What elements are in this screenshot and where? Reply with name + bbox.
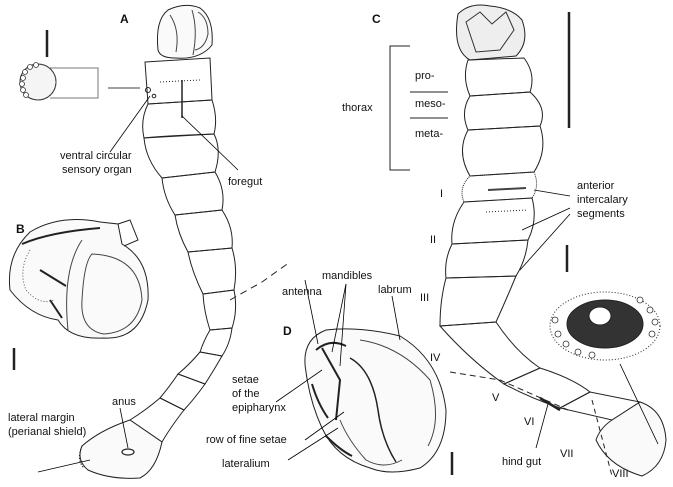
larva-a	[78, 4, 291, 479]
head-b	[8, 219, 149, 339]
label-of-the: of the	[232, 388, 260, 400]
segment-number-3: III	[420, 292, 430, 304]
circular-organ-inset	[549, 291, 661, 361]
label-hind-gut: hind gut	[502, 456, 542, 468]
label-lateralium: lateralium	[222, 458, 270, 470]
head-d	[304, 328, 447, 473]
label-perianal-shield: (perianal shield)	[8, 426, 87, 438]
label-intercalary: intercalary	[577, 194, 628, 206]
label-labrum: labrum	[378, 284, 412, 296]
segment-number-7: VII	[560, 448, 574, 460]
label-segments: segments	[577, 208, 625, 220]
label-anus: anus	[112, 396, 136, 408]
segment-number-8: VIII	[612, 468, 629, 480]
panel-label-a: A	[120, 12, 129, 26]
segment-number-4: IV	[430, 352, 441, 364]
segment-number-2: II	[430, 234, 437, 246]
panel-label-b: B	[16, 222, 25, 236]
label-mandibles: mandibles	[322, 270, 373, 282]
segment-number-1: I	[440, 188, 444, 200]
thorax-bracket	[389, 45, 448, 171]
label-foregut: foregut	[228, 176, 263, 188]
label-setae: setae	[232, 374, 259, 386]
label-ventral-circular: ventral circular	[60, 150, 132, 162]
panel-label-c: C	[372, 12, 381, 26]
label-epipharynx: epipharynx	[232, 402, 286, 414]
label-lateral-margin: lateral margin	[8, 412, 75, 424]
label-pro: pro-	[415, 70, 435, 82]
label-row-of-fine-setae: row of fine setae	[206, 434, 287, 446]
sensory-organ-inset	[19, 62, 99, 101]
label-sensory-organ: sensory organ	[62, 164, 132, 176]
label-meso: meso-	[415, 98, 446, 110]
panel-label-d: D	[283, 324, 292, 338]
label-thorax: thorax	[342, 102, 373, 114]
label-antenna: antenna	[282, 286, 322, 298]
leader-lines	[37, 87, 659, 473]
segment-number-6: VI	[524, 416, 535, 428]
larva-c	[438, 4, 667, 477]
label-meta: meta-	[415, 128, 444, 140]
segment-number-5: V	[492, 392, 500, 404]
label-anterior: anterior	[577, 180, 615, 192]
